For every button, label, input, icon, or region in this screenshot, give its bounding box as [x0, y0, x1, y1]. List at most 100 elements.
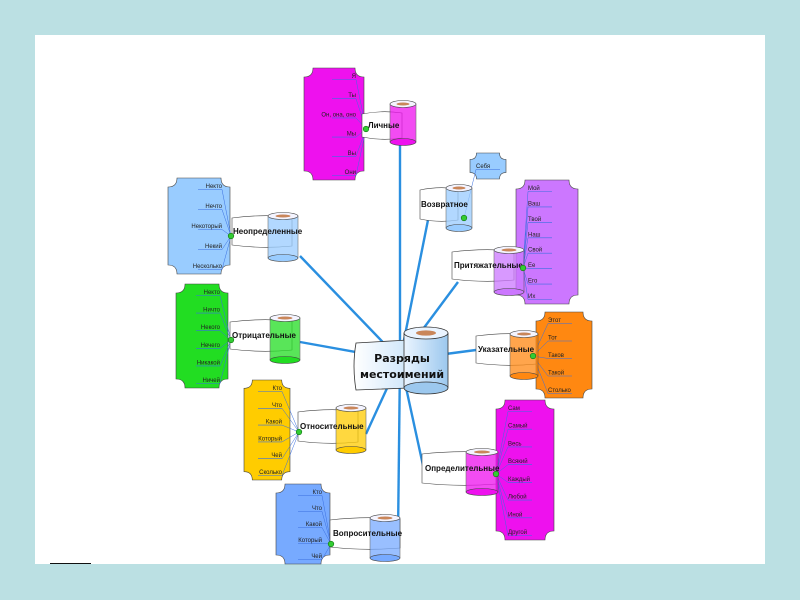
card-negative: [175, 283, 229, 389]
pronoun-word: Он, она, оно: [321, 112, 356, 118]
roll-core: [275, 214, 291, 218]
branch-label-definitive: Определительные: [425, 464, 500, 473]
pronoun-word: Иной: [508, 511, 522, 518]
central-roll: [403, 332, 449, 389]
pronoun-word: Никакой: [197, 359, 220, 366]
branch-label-negative: Отрицательные: [232, 331, 296, 340]
pronoun-word: Некоторый: [191, 223, 222, 230]
hub-dot: [492, 470, 500, 478]
pronoun-word: Тот: [548, 336, 557, 342]
pronoun-word: Что: [272, 403, 283, 409]
pronoun-word: Всякий: [508, 458, 528, 465]
card-reflexive: [469, 152, 507, 180]
pronoun-word: Кто: [272, 386, 282, 392]
branch-definitive[interactable]: СамСамыйВесьВсякийКаждыйЛюбойИнойДругойО…: [421, 399, 555, 541]
branch-label-possessive: Притяжательные: [454, 261, 523, 270]
pronoun-word: Его: [528, 279, 538, 285]
roll-core: [452, 186, 466, 190]
pronoun-word: Ее: [528, 263, 536, 269]
roll-bottom: [465, 488, 499, 496]
central-title-line2: местоимений: [360, 368, 444, 381]
label-roll-reflexive: [445, 187, 473, 229]
label-roll-definitive: [465, 451, 499, 493]
spoke: [281, 408, 300, 433]
pronoun-word: Каждый: [508, 476, 530, 483]
roll-core: [517, 332, 531, 336]
pronoun-word: Такой: [548, 370, 564, 377]
hub-dot: [362, 125, 370, 133]
pronoun-word: Какой: [266, 419, 282, 426]
pronoun-word: Я: [352, 74, 356, 80]
label-roll-personal: [389, 103, 417, 143]
hub-dot: [519, 264, 527, 272]
branch-label-indefinite: Неопределенные: [233, 227, 303, 236]
central-roll-core: [416, 330, 436, 336]
branch-negative[interactable]: НектоНичтоНекогоНечегоНикакойНичейОтрица…: [175, 283, 301, 389]
pronoun-word: Чей: [271, 452, 282, 459]
card-interrogative: [275, 483, 331, 565]
card-possessive: [515, 179, 579, 305]
spoke: [219, 313, 232, 341]
pronoun-word: Ничто: [203, 308, 220, 314]
spoke: [281, 431, 300, 443]
pronoun-word: Мы: [347, 132, 356, 138]
roll-bottom: [269, 356, 301, 364]
roll-bottom: [493, 288, 525, 296]
roll-core: [396, 102, 410, 106]
card-demonstrative: [535, 311, 593, 399]
pronoun-word: Кто: [312, 490, 322, 496]
pronoun-word: Сам: [508, 406, 520, 412]
pronoun-word: Столько: [548, 388, 572, 394]
footer-rule: [50, 563, 91, 564]
label-roll-indefinite: [267, 215, 299, 259]
pronoun-word: Весь: [508, 441, 521, 447]
spoke: [221, 209, 232, 237]
hub-dot: [227, 336, 235, 344]
pronoun-word: Свой: [528, 247, 542, 254]
roll-core: [377, 516, 393, 520]
central-node[interactable]: Разряды местоимений: [353, 326, 449, 395]
pronoun-word: Наш: [528, 232, 541, 238]
pronoun-word: Другой: [508, 529, 527, 536]
hub-dot: [227, 232, 235, 240]
pronoun-word: Что: [312, 506, 323, 512]
hub-dot: [529, 352, 537, 360]
branch-label-relative: Относительные: [300, 422, 364, 431]
spoke: [219, 339, 232, 366]
pronoun-word: Какой: [306, 521, 322, 528]
label-roll-interrogative: [369, 517, 401, 559]
pronoun-word: Ты: [348, 93, 356, 99]
spoke: [321, 511, 332, 545]
pronoun-word: Нечего: [201, 343, 221, 349]
roll-bottom: [509, 372, 539, 380]
hub-dot: [295, 428, 303, 436]
pronoun-word: Этот: [548, 318, 561, 324]
hub-dot: [460, 214, 468, 222]
pronoun-word: Ничей: [203, 377, 221, 384]
connector-interrogative: [396, 359, 402, 537]
pronoun-word: Некто: [206, 184, 223, 190]
pronoun-word: Твой: [528, 216, 541, 223]
spoke: [281, 391, 300, 433]
branch-indefinite[interactable]: НектоНечтоНекоторыйНекийНесколькоНеопред…: [167, 177, 303, 275]
central-roll-bottom: [403, 381, 449, 395]
pronoun-word: Некого: [201, 325, 221, 331]
roll-bottom: [445, 224, 473, 232]
label-roll-possessive: [493, 249, 525, 293]
pronoun-word: Любой: [508, 494, 527, 501]
pronoun-word: Себя: [476, 164, 490, 170]
spoke: [321, 495, 332, 545]
pronoun-word: Сколько: [259, 470, 283, 476]
pronoun-word: Их: [528, 294, 535, 300]
spoke: [219, 295, 232, 341]
spoke: [281, 431, 300, 459]
branch-relative[interactable]: КтоЧтоКакойКоторыйЧейСколькоОтносительны…: [243, 379, 367, 481]
pronoun-word: Нечто: [205, 204, 222, 210]
pronoun-word: Некий: [205, 243, 222, 250]
